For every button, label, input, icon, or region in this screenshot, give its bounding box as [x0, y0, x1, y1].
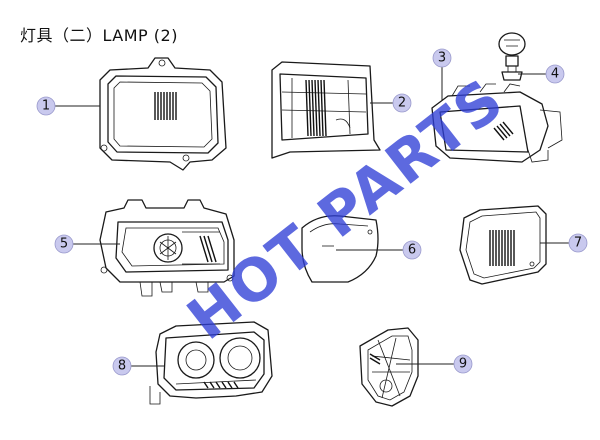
callout-label-3: 3 — [438, 51, 446, 66]
callout-9: 9 — [396, 354, 473, 374]
part-7-corner-lamp — [459, 205, 547, 285]
callout-7: 7 — [540, 233, 588, 253]
part-3-headlamp-assembly — [431, 83, 563, 163]
callout-label-4: 4 — [551, 67, 559, 82]
part-8-dual-projector-headlamp — [149, 321, 273, 405]
callout-3: 3 — [432, 48, 452, 100]
callout-6: 6 — [336, 240, 422, 260]
callout-8: 8 — [112, 356, 164, 376]
part-6-corner-lens — [301, 215, 379, 283]
callout-label-6: 6 — [408, 243, 416, 258]
page-title: 灯具（二）LAMP (2) — [20, 26, 178, 45]
part-5-projector-headlamp — [99, 199, 235, 297]
callout-label-5: 5 — [60, 237, 68, 252]
part-9-corner-lamp-assembly — [359, 327, 419, 407]
part-4-bulb — [498, 32, 526, 81]
callout-label-9: 9 — [459, 357, 467, 372]
callout-5: 5 — [54, 234, 120, 254]
part-2-corner-lamp — [271, 61, 381, 159]
callout-1: 1 — [36, 96, 100, 116]
callout-label-8: 8 — [118, 359, 126, 374]
callout-label-2: 2 — [398, 96, 406, 111]
callout-2: 2 — [370, 93, 412, 113]
callout-label-1: 1 — [42, 99, 50, 114]
part-1-headlamp — [99, 57, 227, 171]
callout-label-7: 7 — [574, 236, 582, 251]
callout-4: 4 — [518, 64, 565, 84]
